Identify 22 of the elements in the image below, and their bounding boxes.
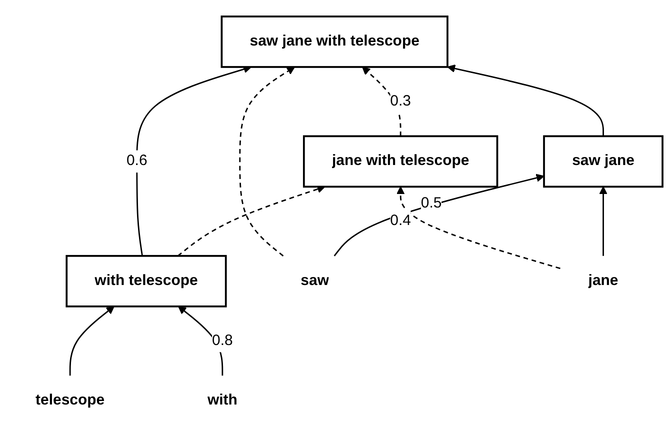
node-box: jane with telescope bbox=[302, 135, 498, 188]
node-text: with bbox=[207, 392, 238, 409]
arrow bbox=[178, 306, 224, 376]
edge-label: 0.4 bbox=[390, 213, 411, 229]
node-box: with telescope bbox=[66, 255, 227, 308]
node-text: telescope bbox=[36, 392, 105, 409]
edge-label: 0.8 bbox=[212, 332, 233, 349]
arrow bbox=[69, 306, 114, 376]
edge-label: 0.3 bbox=[390, 93, 411, 110]
arrow bbox=[177, 185, 326, 257]
arrow bbox=[239, 66, 295, 257]
arrow bbox=[599, 186, 608, 256]
node-text: saw bbox=[300, 272, 329, 289]
edge-label: 0.5 bbox=[420, 196, 442, 212]
arrow bbox=[396, 186, 560, 270]
node-box: saw jane bbox=[543, 135, 664, 188]
arrow bbox=[447, 64, 604, 136]
arrow bbox=[362, 66, 402, 136]
node-text: jane bbox=[588, 272, 618, 289]
arrow bbox=[334, 174, 544, 257]
edge-label: 0.6 bbox=[126, 153, 148, 170]
node-box: saw jane with telescope bbox=[220, 16, 448, 68]
